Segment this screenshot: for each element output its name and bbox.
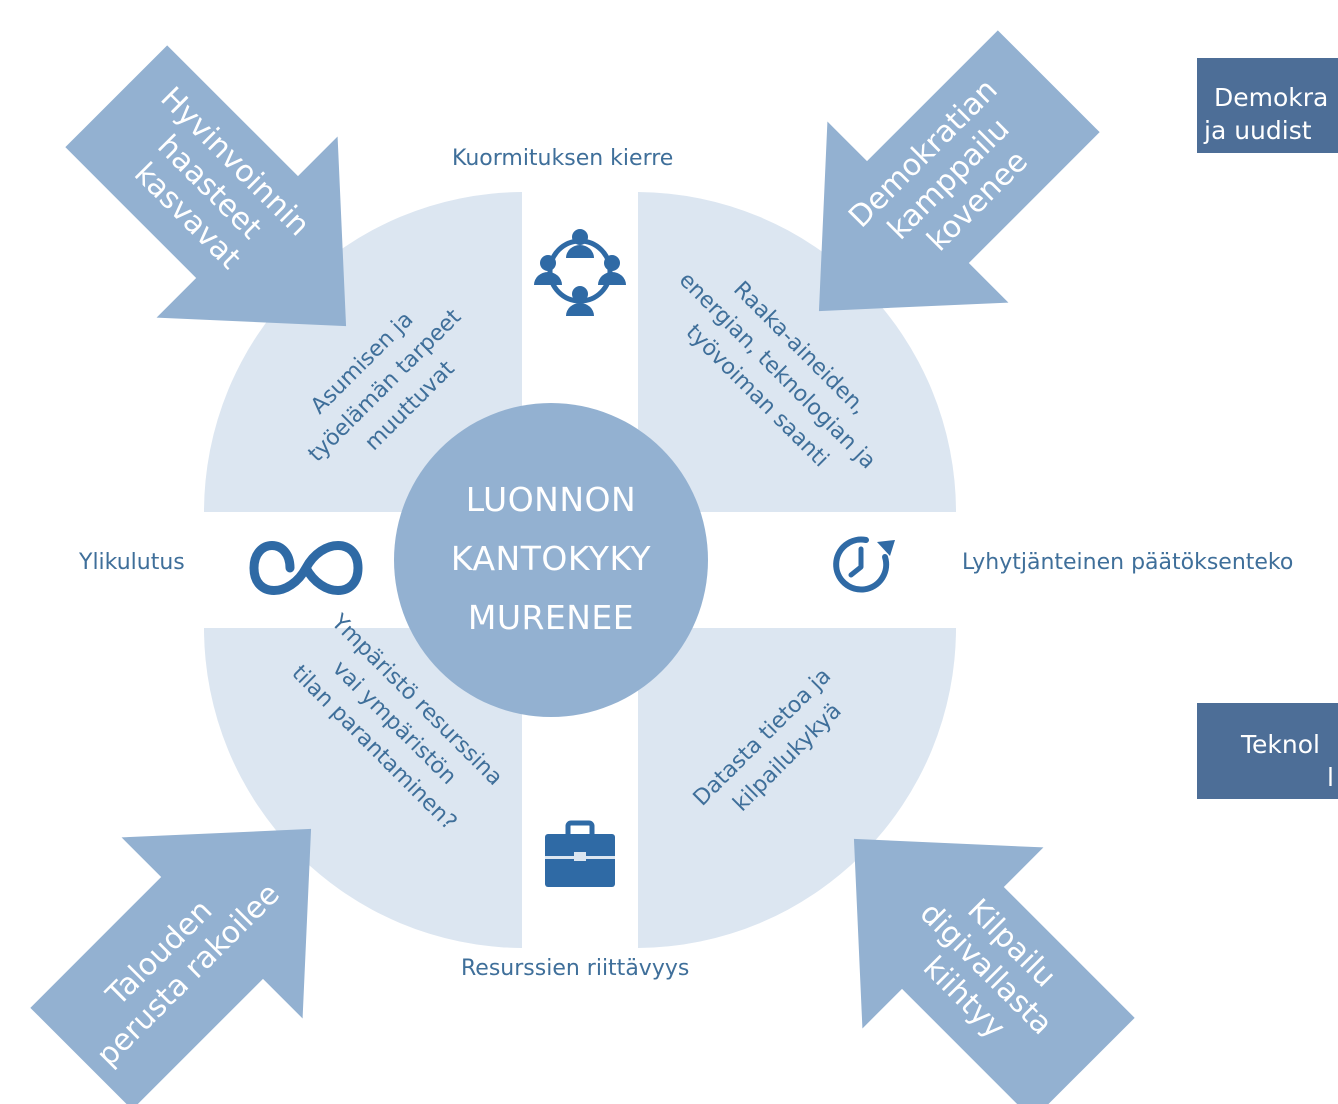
center-title-line: KANTOKYKY [450,539,652,578]
people-network-icon [534,229,626,316]
quadrant-top-left [204,192,522,512]
axis-label-bottom: Resurssien riittävyys [461,956,690,981]
side-box-bottom-line2: l [1327,763,1334,792]
quadrant-bottom-left [204,628,522,948]
center-title-line: LUONNON [465,480,637,519]
side-box-bottom-line1: Teknol [1241,730,1320,759]
infinity-icon [249,541,363,595]
axis-label-right: Lyhytjänteinen päätöksenteko [962,550,1294,575]
axis-label-top: Kuormituksen kierre [452,146,674,171]
briefcase-icon [545,820,615,887]
quadrant-top-right [638,192,956,512]
center-title-line: MURENEE [467,598,635,637]
axis-label-left: Ylikulutus [79,550,185,575]
clock-icon [833,536,895,593]
quadrant-text-top-left: Asumisen ja työelämän tarpeet muuttuvat [281,277,494,490]
center-circle [394,403,708,717]
side-box-top-line1: Demokra [1214,83,1329,112]
side-box-top-line2: ja uudist [1204,116,1312,145]
arrow-bottom-right: Kilpailu digivallasta kiihtyy [853,838,1135,1104]
arrow-bottom-left: Talouden perusta rakoilee [30,828,312,1104]
quadrant-bottom-right [638,628,956,948]
center-title: LUONNON KANTOKYKY MURENEE [396,470,706,647]
side-box-top: Demokra ja uudist [1197,58,1338,153]
side-box-bottom: Teknol l [1197,703,1338,799]
